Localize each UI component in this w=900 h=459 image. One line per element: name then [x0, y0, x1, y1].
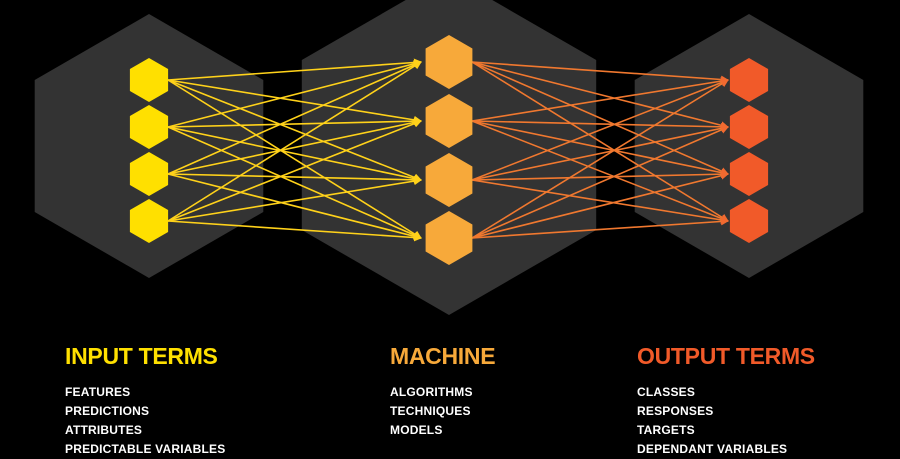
input-to-machine-link [167, 58, 422, 81]
machine-to-output-link [471, 179, 729, 224]
output-term-item: RESPONSES [637, 404, 714, 418]
input-to-machine-link [167, 126, 422, 239]
input-node [129, 58, 169, 102]
input-to-machine-link [167, 61, 422, 222]
output-node [729, 152, 769, 196]
input-terms-column: INPUT TERMS FEATURES PREDICTIONS ATTRIBU… [65, 341, 225, 459]
input-to-machine-link [167, 79, 422, 239]
machine-to-output-link [471, 61, 729, 175]
machine-item: MODELS [390, 423, 443, 437]
machine-node [425, 94, 473, 148]
machine-to-output-link [471, 61, 729, 84]
input-terms-heading: INPUT TERMS [65, 343, 218, 369]
output-terms-column: OUTPUT TERMS CLASSES RESPONSES TARGETS D… [637, 341, 815, 459]
machine-to-output-link [471, 78, 729, 181]
input-to-machine-link [167, 119, 422, 222]
input-to-machine-link [167, 220, 422, 242]
input-to-machine-link [167, 59, 422, 128]
output-term-item: TARGETS [637, 423, 695, 437]
machine-to-output-link [471, 61, 729, 222]
neural-network-diagram [34, 0, 864, 315]
input-to-machine-link [167, 177, 422, 222]
output-node [729, 199, 769, 243]
output-node [729, 58, 769, 102]
input-to-machine-link [167, 126, 422, 183]
machine-node [425, 35, 473, 89]
machine-node [425, 211, 473, 265]
machine-to-output-link [471, 61, 729, 130]
machine-to-output-link [471, 171, 729, 239]
input-node [129, 105, 169, 149]
machine-to-output-link [471, 126, 729, 239]
machine-to-output-link [471, 79, 729, 239]
input-to-machine-link [167, 173, 422, 241]
input-term-item: PREDICTIONS [65, 404, 150, 418]
output-node [729, 105, 769, 149]
input-to-machine-link [167, 79, 422, 124]
machine-to-output-link [471, 120, 729, 223]
machine-column: MACHINE ALGORITHMS TECHNIQUES MODELS [390, 341, 496, 440]
machine-to-output-link [471, 120, 729, 177]
machine-heading: MACHINE [390, 343, 496, 369]
input-node [129, 152, 169, 196]
output-term-item: CLASSES [637, 385, 696, 399]
input-term-item: FEATURES [65, 385, 131, 399]
machine-to-output-link [471, 120, 729, 131]
input-to-machine-link [167, 118, 422, 175]
machine-to-output-link [471, 217, 729, 239]
output-terms-heading: OUTPUT TERMS [637, 343, 815, 369]
input-to-machine-link [167, 173, 422, 184]
input-to-machine-link [167, 117, 422, 128]
machine-node [425, 153, 473, 207]
machine-to-output-link [471, 124, 729, 181]
input-to-machine-link [167, 61, 422, 175]
machine-to-output-link [471, 170, 729, 181]
input-to-machine-link [167, 79, 422, 182]
input-term-item: ATTRIBUTES [65, 423, 143, 437]
machine-item: ALGORITHMS [390, 385, 473, 399]
input-node [129, 199, 169, 243]
machine-to-output-link [471, 77, 729, 122]
machine-item: TECHNIQUES [390, 404, 471, 418]
